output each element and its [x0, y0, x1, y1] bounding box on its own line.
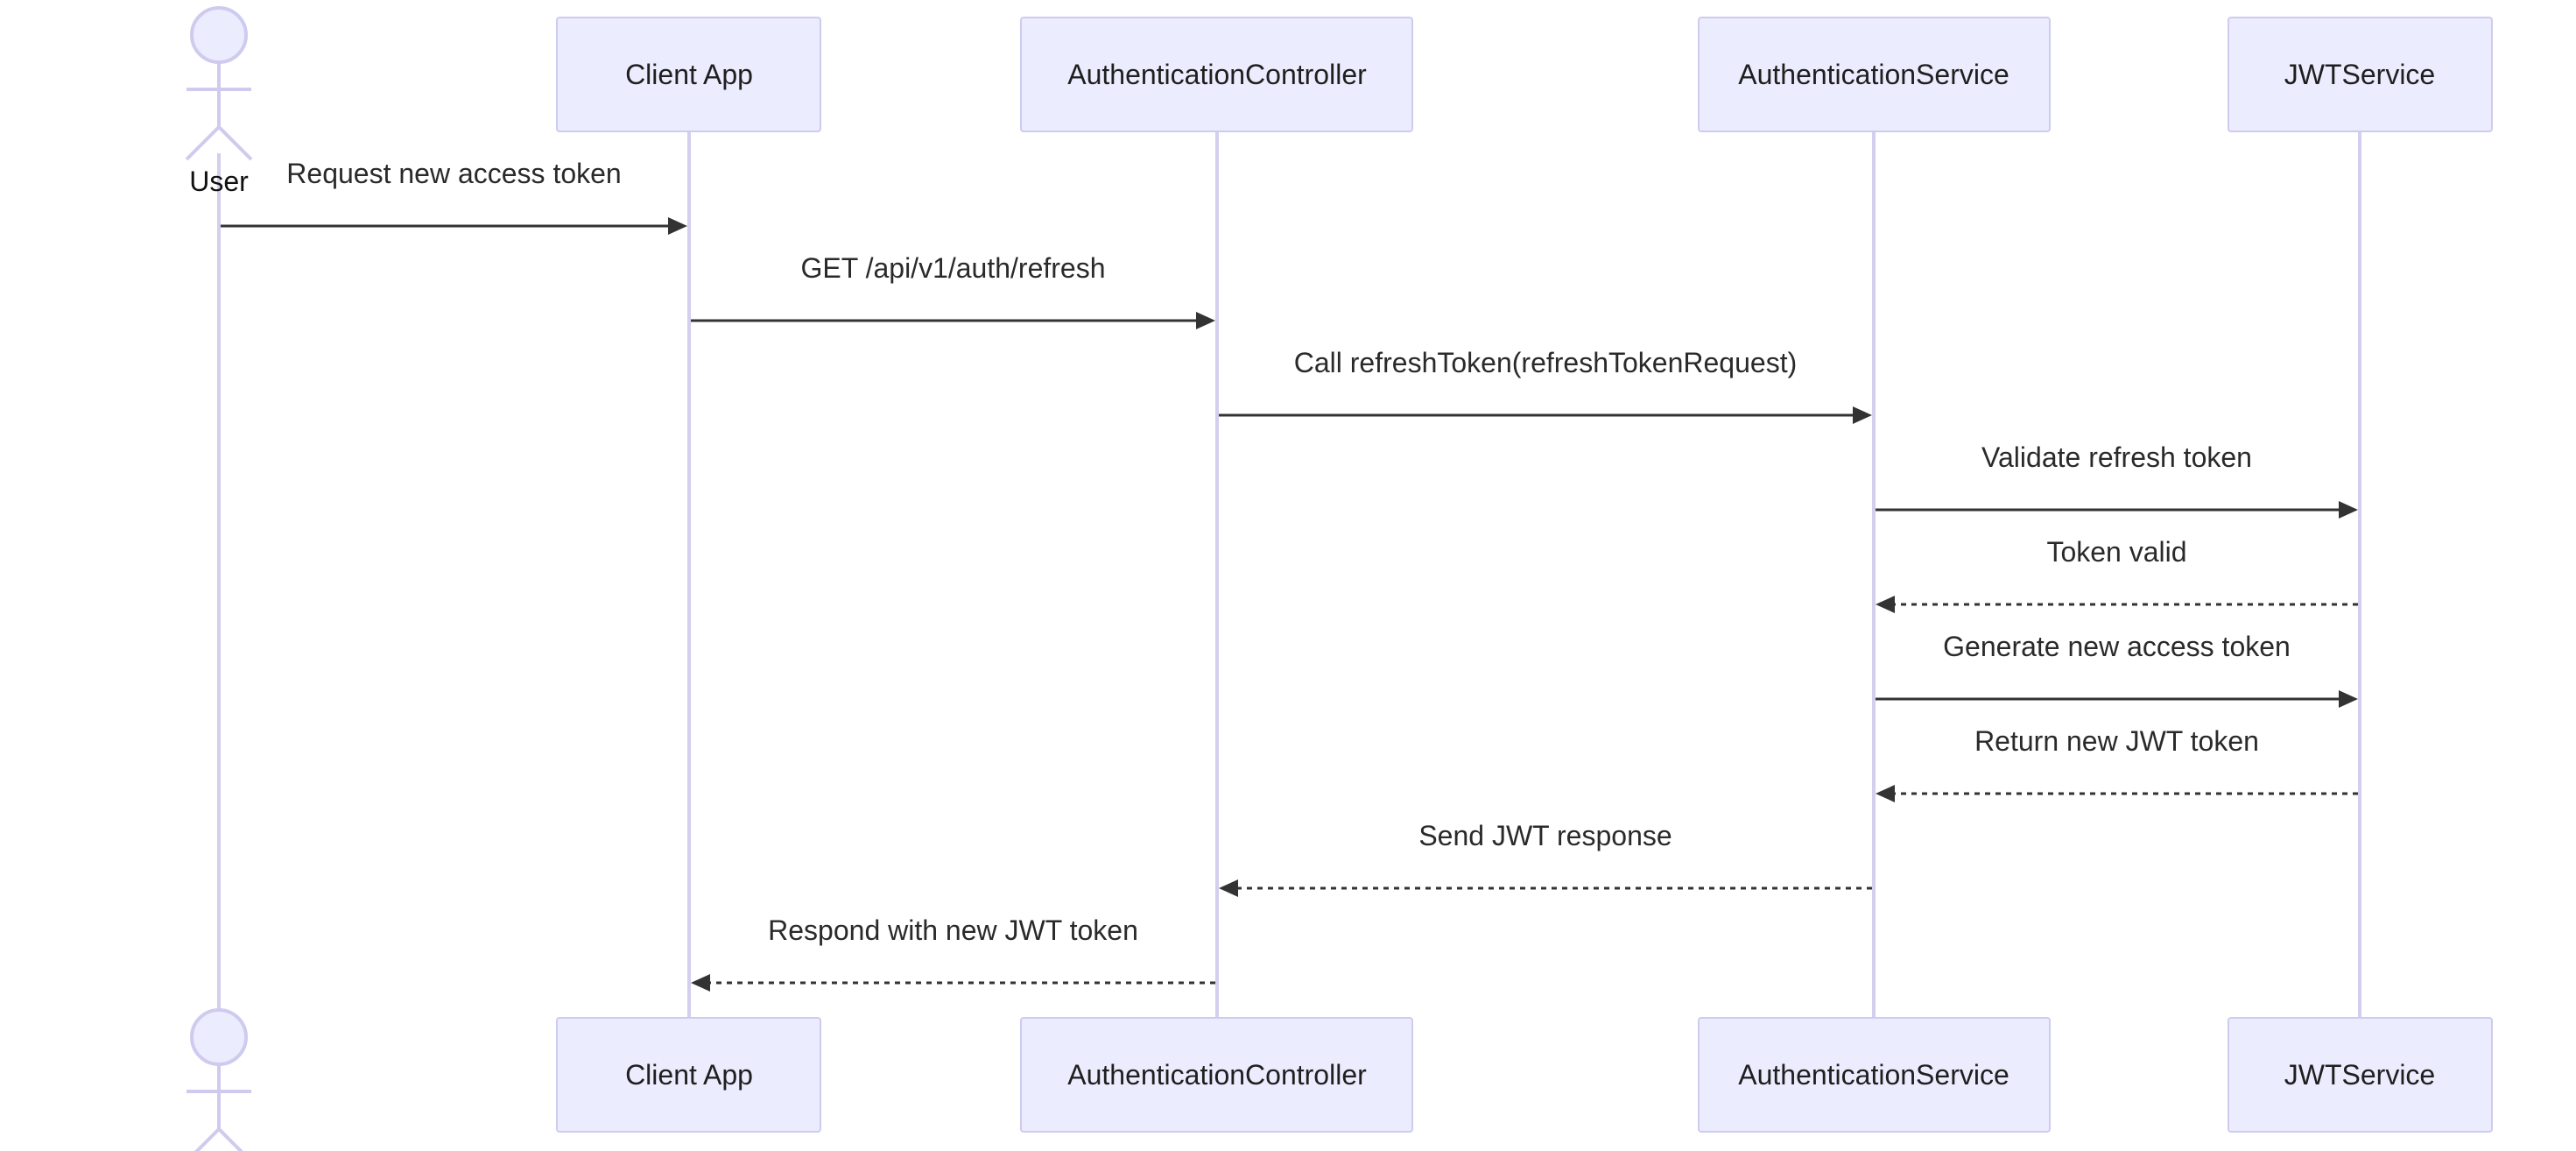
participant-client-top: Client App [556, 17, 821, 132]
participant-box [1698, 17, 2051, 132]
participant-label: JWTService [2284, 1059, 2435, 1091]
participant-label: Client App [625, 59, 753, 90]
participant-controller-top: AuthenticationController [1020, 17, 1413, 132]
participant-label: JWTService [2284, 59, 2435, 90]
participant-box [1020, 17, 1413, 132]
participant-service-top: AuthenticationService [1698, 17, 2051, 132]
arrowhead-icon [691, 974, 710, 992]
message-label: Request new access token [286, 158, 621, 189]
participants-bottom: User Client App AuthenticationController Au… [187, 1008, 2493, 1151]
message-label: Respond with new JWT token [768, 914, 1138, 946]
participants-top: User Client App AuthenticationController Au… [185, 6, 2493, 197]
message-label: Send JWT response [1418, 820, 1672, 851]
message-3: Call refreshToken(refreshTokenRequest) [1219, 347, 1872, 424]
message-6: Generate new access token [1876, 631, 2358, 708]
arrowhead-icon [1219, 879, 1238, 897]
message-label: GET /api/v1/auth/refresh [800, 252, 1105, 284]
message-label: Return new JWT token [1974, 725, 2259, 757]
actor-figure-icon [187, 1008, 251, 1151]
actor-user-bottom: User [187, 1008, 251, 1151]
participant-jwt-bottom: JWTService [2228, 1017, 2493, 1133]
message-label: Generate new access token [1943, 631, 2291, 662]
lifelines [217, 131, 2361, 1018]
participant-label: AuthenticationService [1738, 1059, 2009, 1091]
participant-label: AuthenticationService [1738, 59, 2009, 90]
message-8: Send JWT response [1219, 820, 1872, 897]
participant-box [556, 17, 821, 132]
actor-figure-icon [185, 6, 253, 161]
participant-label: AuthenticationController [1067, 59, 1367, 90]
participant-controller-bottom: AuthenticationController [1020, 1017, 1413, 1133]
participant-jwt-top: JWTService [2228, 17, 2493, 132]
arrowhead-icon [1196, 312, 1215, 329]
arrowhead-icon [2339, 690, 2358, 708]
participant-label: Client App [625, 1059, 753, 1091]
message-7: Return new JWT token [1876, 725, 2358, 802]
participant-box [2228, 1017, 2493, 1133]
message-4: Validate refresh token [1876, 441, 2358, 519]
participant-client-bottom: Client App [556, 1017, 821, 1133]
participant-box [2228, 17, 2493, 132]
participant-service-bottom: AuthenticationService [1698, 1017, 2051, 1133]
participant-box [556, 1017, 821, 1133]
message-label: Token valid [2046, 536, 2186, 568]
actor-label: User [189, 166, 249, 197]
arrowhead-icon [668, 217, 687, 235]
arrowhead-icon [1853, 406, 1872, 424]
message-label: Validate refresh token [1981, 441, 2252, 473]
participant-box [1698, 1017, 2051, 1133]
message-5: Token valid [1876, 536, 2358, 613]
message-label: Call refreshToken(refreshTokenRequest) [1294, 347, 1797, 378]
participant-box [1020, 1017, 1413, 1133]
message-1: Request new access token [221, 158, 687, 235]
actor-user-top: User [185, 6, 253, 197]
message-2: GET /api/v1/auth/refresh [691, 252, 1215, 329]
participant-label: AuthenticationController [1067, 1059, 1367, 1091]
arrowhead-icon [1876, 596, 1895, 613]
message-9: Respond with new JWT token [691, 914, 1215, 992]
arrowhead-icon [1876, 785, 1895, 802]
arrowhead-icon [2339, 501, 2358, 519]
